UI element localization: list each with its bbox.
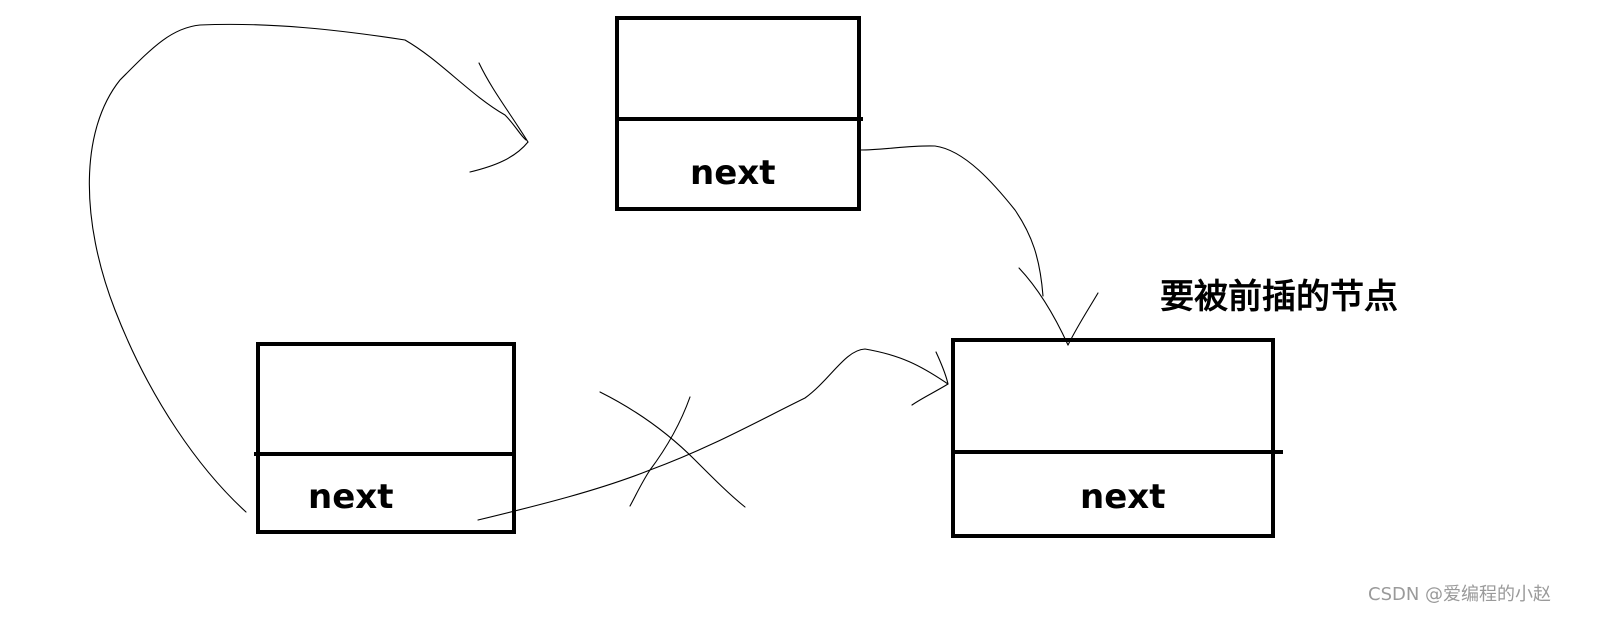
arrow-top-to-target [859,145,1044,297]
node-left-next-label: next [308,477,393,517]
arrow-top-to-target-head-right [1067,292,1099,346]
arrow-left-to-top-head-lower [469,141,529,173]
node-target-next-label: next [1080,477,1165,517]
node-top-next-label: next [690,153,775,193]
arrow-left-to-top-head-upper [478,62,529,143]
node-left: next [254,342,516,534]
cross-mark-stroke-2 [629,396,691,507]
watermark: CSDN @爱编程的小赵 [1368,584,1551,605]
node-top: next [615,16,863,211]
arrow-left-to-target-removed [477,348,949,521]
arrow-left-to-target-head-upper [935,351,949,385]
node-left-box [256,342,516,534]
arrow-left-to-target-head-lower [911,383,949,406]
node-top-box [615,16,861,211]
node-target: next [951,338,1283,538]
node-target-box [951,338,1275,538]
target-node-caption: 要被前插的节点 [1160,277,1398,317]
arrow-top-to-target-head-left [1018,267,1069,346]
arrow-left-to-top [88,23,527,513]
cross-mark-stroke-1 [599,391,746,508]
